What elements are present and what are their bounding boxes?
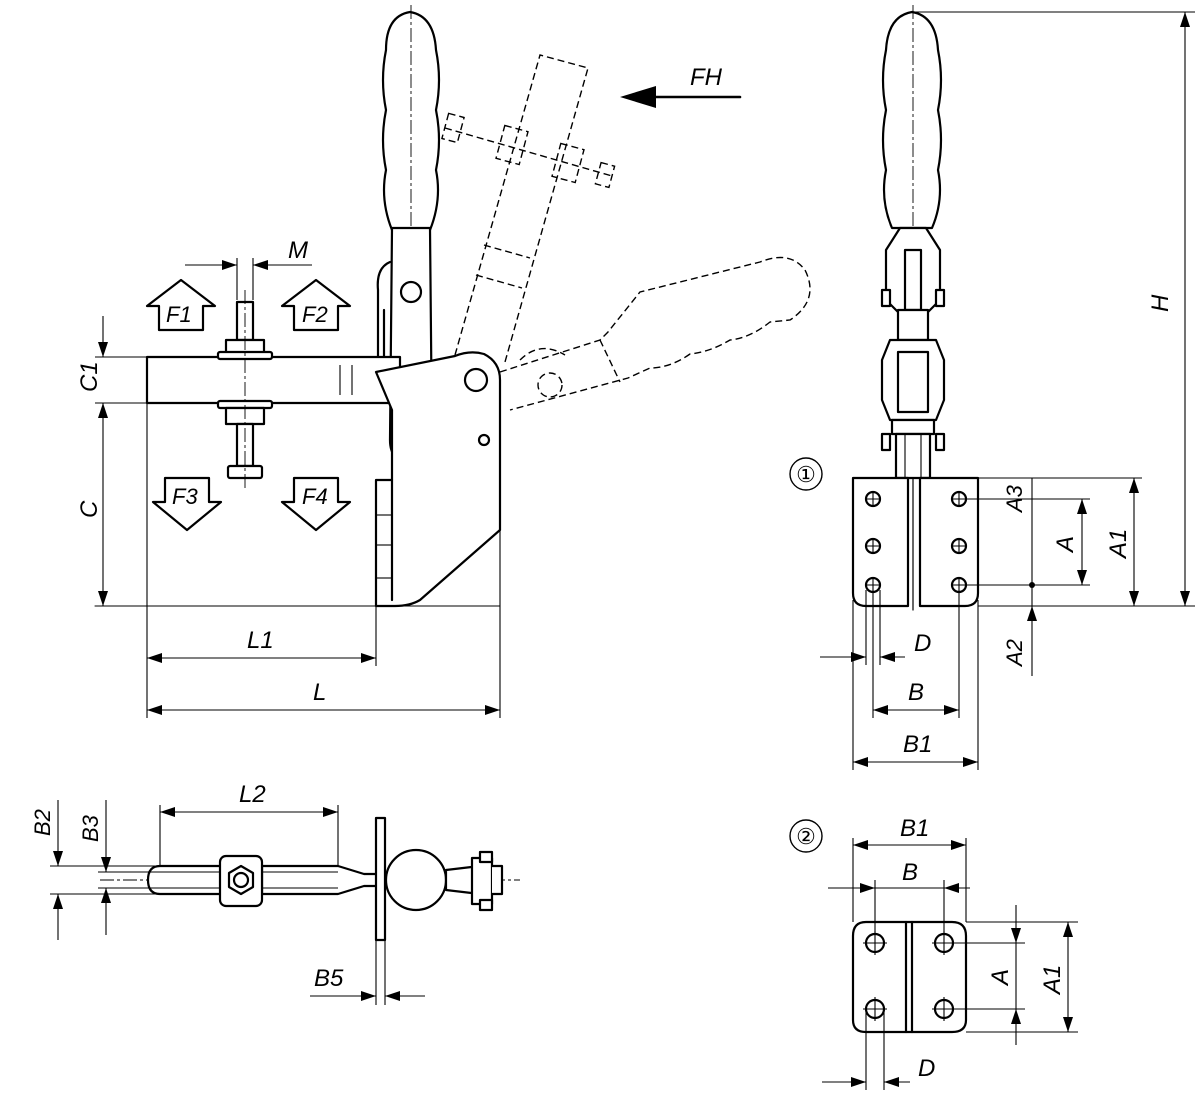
- label-l2: L2: [239, 781, 266, 808]
- top-view: L2 B2 B3 B5: [30, 781, 520, 1005]
- force-f2-arrow: F2: [280, 278, 352, 332]
- open-position-phantom: [441, 54, 811, 411]
- label-b5: B5: [314, 965, 344, 992]
- variant-1-number: ①: [796, 462, 816, 487]
- force-f4-arrow: F4: [280, 476, 352, 532]
- side-view: FH: [76, 5, 811, 718]
- label-f1: F1: [166, 302, 192, 327]
- label-c: C: [76, 500, 103, 518]
- force-fh-arrow: FH: [620, 64, 742, 108]
- label-f2: F2: [302, 302, 328, 327]
- label-v2-b: B: [902, 859, 918, 886]
- label-b: B: [908, 679, 924, 706]
- label-b1: B1: [903, 731, 932, 758]
- label-c1: C1: [76, 361, 103, 392]
- label-v2-a: A: [987, 969, 1014, 987]
- dim-v2-d: D: [822, 1012, 935, 1090]
- front-handle-grip: [881, 10, 943, 230]
- force-f1-arrow: F1: [145, 278, 217, 332]
- spindle-assembly: [216, 290, 274, 490]
- label-b3: B3: [78, 814, 103, 842]
- label-h: H: [1147, 294, 1174, 312]
- front-view: ① H A3 A A1: [789, 5, 1195, 770]
- label-a: A: [1052, 536, 1079, 554]
- dim-l2: L2: [159, 781, 339, 866]
- label-b2: B2: [30, 809, 55, 836]
- dim-c1-c: C1 C: [76, 316, 147, 607]
- dim-v2-b1-b: B1 B: [828, 815, 970, 935]
- dim-l1-l: L1 L: [146, 403, 501, 718]
- dim-b5: B5: [310, 940, 425, 1005]
- variant-2-number: ②: [796, 824, 816, 849]
- label-l: L: [313, 679, 326, 706]
- label-v2-d: D: [918, 1055, 935, 1082]
- label-f4: F4: [302, 484, 328, 509]
- variant-marker-1: ①: [789, 457, 823, 491]
- dim-h: H: [913, 11, 1195, 607]
- dim-b2-b3: B2 B3: [30, 800, 160, 940]
- dim-v2-a-a1: A A1: [952, 905, 1078, 1045]
- label-d: D: [914, 630, 931, 657]
- top-arm: [146, 864, 227, 896]
- label-a3: A3: [1002, 484, 1027, 514]
- label-f3: F3: [172, 484, 198, 509]
- label-v2-b1: B1: [900, 815, 929, 842]
- force-f3-arrow: F3: [151, 476, 223, 532]
- clamping-arm: [145, 355, 402, 405]
- label-a2: A2: [1002, 639, 1027, 668]
- variant2-view: ② B1 B: [789, 815, 1078, 1090]
- label-fh: FH: [690, 64, 723, 91]
- dim-a-group: A3 A A1 A2: [966, 477, 1142, 676]
- label-m: M: [288, 237, 308, 264]
- dim-m: M: [185, 237, 312, 300]
- label-l1: L1: [247, 627, 274, 654]
- label-a1: A1: [1105, 529, 1132, 560]
- dim-d-b-b1: D B B1: [820, 590, 979, 770]
- variant-marker-2: ②: [789, 819, 823, 853]
- label-v2-a1: A1: [1039, 965, 1066, 996]
